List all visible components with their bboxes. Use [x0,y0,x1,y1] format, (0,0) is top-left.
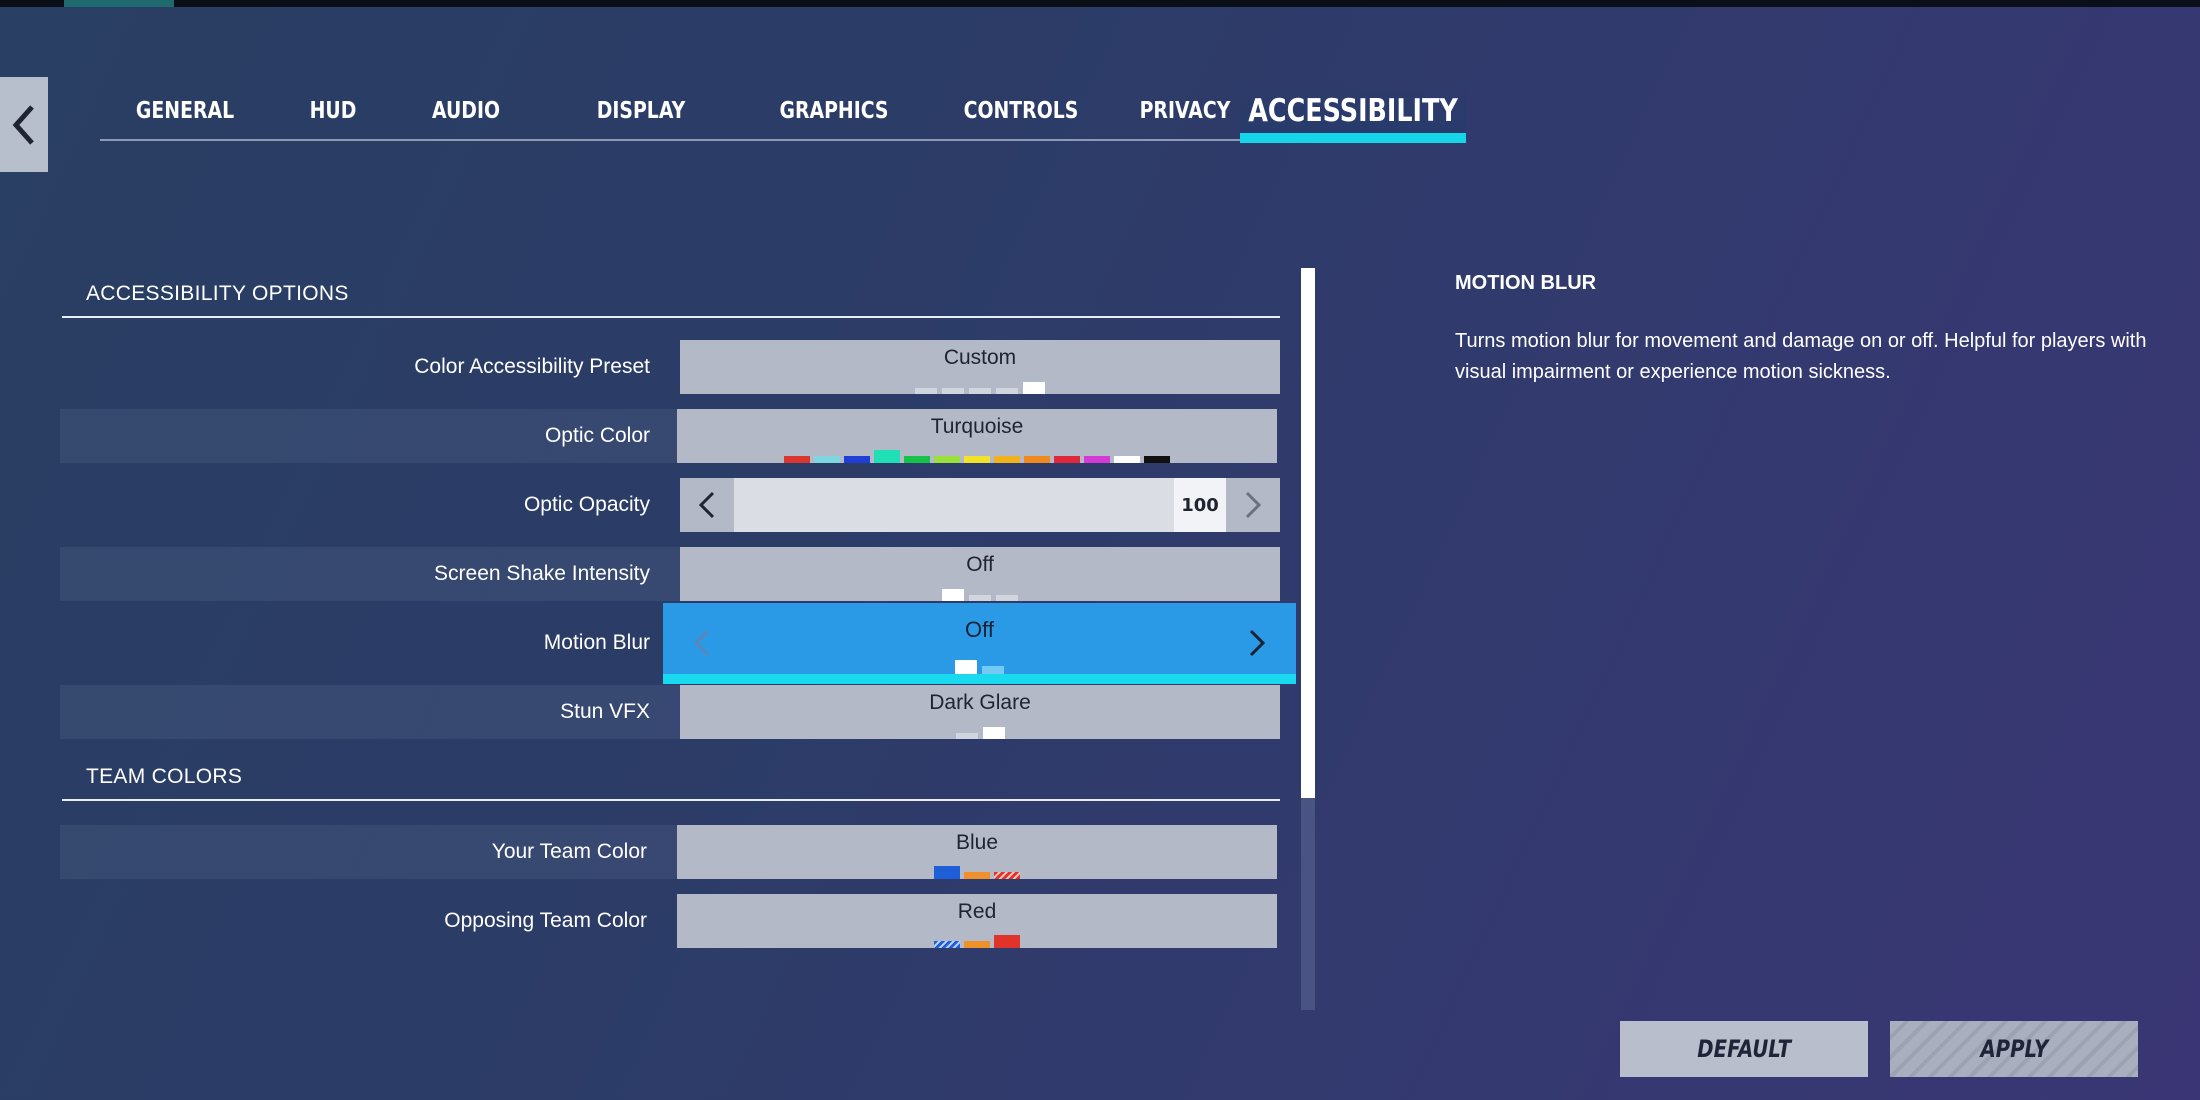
chevron-left-icon [693,629,710,657]
option-indicator [680,589,1280,601]
setting-value: Blue [955,831,999,854]
setting-value: Off [965,617,994,642]
increase-button[interactable] [1226,478,1280,532]
default-button-label: DEFAULT [1697,1035,1791,1063]
next-option-button[interactable] [1230,616,1284,670]
apply-button[interactable]: APPLY [1890,1021,2138,1077]
orange-swatch [964,941,990,948]
setting-row-color-preset: Color Accessibility Preset Custom [60,340,1280,394]
setting-value: Custom [943,346,1017,369]
color-swatch [964,456,990,463]
previous-option-button[interactable] [675,616,729,670]
color-swatch [814,456,840,463]
chevron-right-icon [1245,491,1262,519]
tab-audio[interactable]: AUDIO [431,98,501,124]
setting-label: Optic Opacity [523,493,650,516]
color-swatch [784,456,810,463]
color-swatch [994,456,1020,463]
color-swatch [1144,456,1170,463]
top-bar [0,0,2200,7]
slider-track[interactable]: 100 [734,478,1226,532]
tabs-divider [100,139,1340,141]
setting-value: Off [966,553,994,576]
color-swatches [677,450,1277,463]
opposing-team-color-selector[interactable]: Red [677,894,1277,948]
color-swatch [904,456,930,463]
setting-row-screen-shake: Screen Shake Intensity Off [60,547,1280,601]
selection-indicator [663,674,1296,684]
blue-striped-swatch [934,941,960,948]
setting-row-stun-vfx: Stun VFX Dark Glare [60,685,1280,739]
slider-value: 100 [1174,478,1226,532]
slider-fill [734,478,1226,532]
option-indicator [663,660,1296,674]
section-divider [62,316,1280,318]
red-striped-swatch [994,872,1020,879]
color-swatch [1054,456,1080,463]
section-title-accessibility: ACCESSIBILITY OPTIONS [86,282,349,305]
tab-privacy[interactable]: PRIVACY [1139,98,1231,124]
color-swatch [874,450,900,463]
color-preset-selector[interactable]: Custom [680,340,1280,394]
description-title: MOTION BLUR [1455,272,1597,294]
color-swatch [1024,456,1050,463]
setting-label: Motion Blur [543,631,650,654]
optic-color-selector[interactable]: Turquoise [677,409,1277,463]
setting-label: Optic Color [544,424,650,447]
setting-label: Screen Shake Intensity [434,562,650,585]
tab-graphics[interactable]: GRAPHICS [779,98,889,124]
setting-row-your-team-color: Your Team Color Blue [60,825,1280,879]
color-swatch [1084,456,1110,463]
color-swatch [1114,456,1140,463]
apply-button-label: APPLY [1980,1035,2048,1063]
team-color-swatches [677,935,1277,948]
your-team-color-selector[interactable]: Blue [677,825,1277,879]
tab-controls[interactable]: CONTROLS [963,98,1079,124]
orange-swatch [964,872,990,879]
tab-general[interactable]: GENERAL [135,98,235,124]
top-bar-accent [64,0,174,7]
decrease-button[interactable] [680,478,734,532]
team-color-swatches [677,866,1277,879]
section-divider [62,799,1280,801]
chevron-right-icon [1249,629,1266,657]
setting-value: Red [957,900,997,923]
option-indicator [680,382,1280,394]
settings-tabs: GENERAL HUD AUDIO DISPLAY GRAPHICS CONTR… [100,80,1466,142]
screen-shake-selector[interactable]: Off [680,547,1280,601]
setting-value: Dark Glare [929,691,1031,714]
back-button[interactable] [0,77,48,172]
setting-label: Your Team Color [491,840,647,863]
color-swatch [934,456,960,463]
option-indicator [680,727,1280,739]
tab-active-indicator [1240,133,1466,143]
setting-row-motion-blur: Motion Blur Off [60,603,1296,684]
tab-active-highlight [1240,80,1466,142]
chevron-left-icon [698,491,715,519]
blue-swatch [934,866,960,879]
red-swatch [994,935,1020,948]
scrollbar-thumb[interactable] [1301,268,1315,798]
optic-opacity-slider[interactable]: 100 [680,478,1280,532]
setting-label: Stun VFX [560,700,650,723]
setting-label: Color Accessibility Preset [414,355,650,378]
setting-label: Opposing Team Color [444,909,647,932]
description-text: Turns motion blur for movement and damag… [1455,330,2147,383]
setting-row-opposing-team-color: Opposing Team Color Red [60,894,1280,948]
tab-hud[interactable]: HUD [309,98,357,124]
stun-vfx-selector[interactable]: Dark Glare [680,685,1280,739]
setting-row-optic-opacity: Optic Opacity 100 [60,478,1280,532]
chevron-left-icon [12,104,34,145]
setting-row-optic-color: Optic Color Turquoise [60,409,1280,463]
color-swatch [844,456,870,463]
section-title-team-colors: TEAM COLORS [86,765,243,788]
setting-value: Turquoise [930,415,1024,438]
motion-blur-selector[interactable]: Off [663,603,1296,684]
tab-accessibility[interactable]: ACCESSIBILITY [1248,93,1458,129]
tab-display[interactable]: DISPLAY [596,98,686,124]
default-button[interactable]: DEFAULT [1620,1021,1868,1077]
